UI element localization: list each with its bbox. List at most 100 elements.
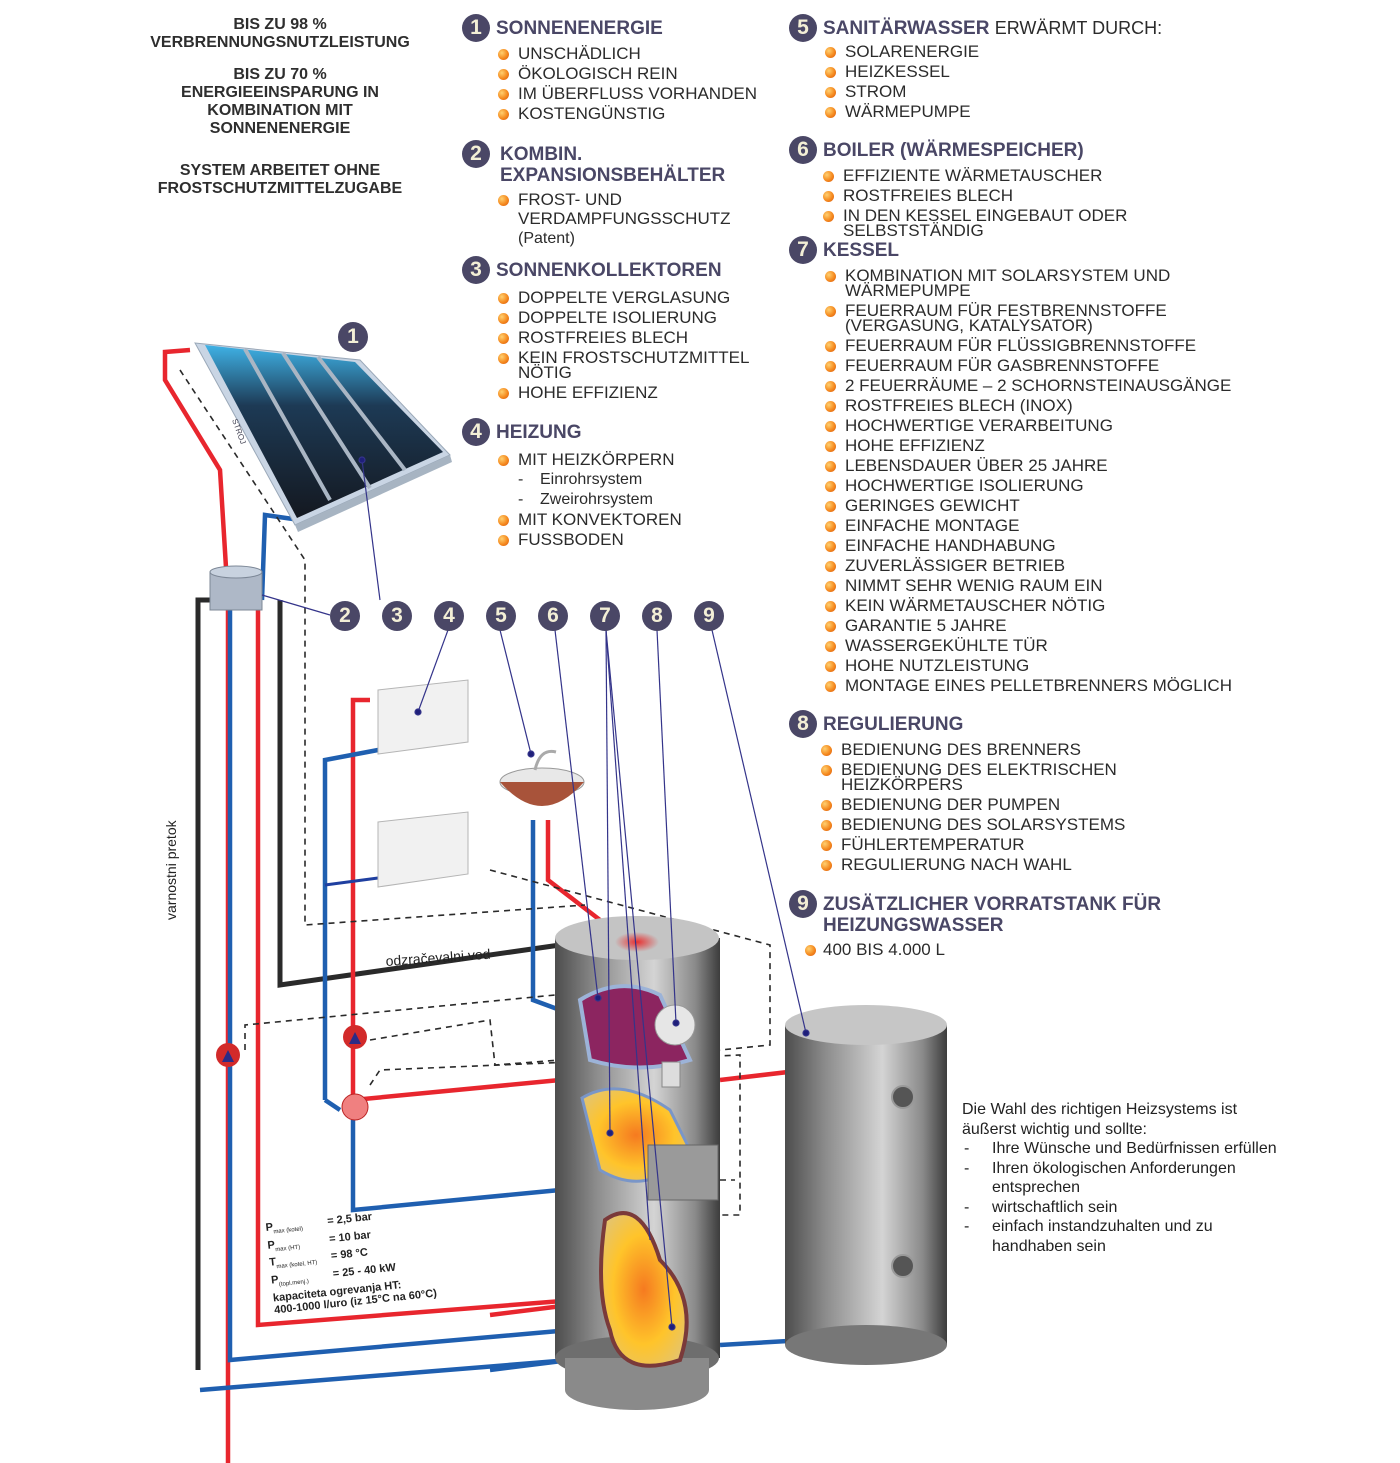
list-item: BEDIENUNG DES ELEKTRISCHEN xyxy=(817,761,1125,778)
list-item: FÜHLERTEMPERATUR xyxy=(817,836,1125,853)
cold-water-pipes xyxy=(199,512,806,1393)
list-item: STROM xyxy=(821,83,1162,100)
list-item: 400 BIS 4.000 L xyxy=(801,941,1161,958)
badge-6: 6 xyxy=(789,136,817,164)
list-subitem: -Zweirohrsystem xyxy=(518,491,653,508)
section-title: SONNENENERGIE xyxy=(496,18,663,39)
list-item: LEBENSDAUER ÜBER 25 JAHRE xyxy=(821,457,1232,474)
badge-2: 2 xyxy=(462,140,490,168)
list-item: ÖKOLOGISCH REIN xyxy=(494,65,757,82)
list-item: FROST- UND xyxy=(494,191,731,208)
list-item: ROSTFREIES BLECH (INOX) xyxy=(821,397,1232,414)
solar-collector: STROJ xyxy=(194,342,452,532)
gauge-icon xyxy=(891,1085,915,1109)
badge-3: 3 xyxy=(462,256,490,284)
storage-tank xyxy=(785,1005,947,1365)
list-item: MIT HEIZKÖRPERN xyxy=(494,451,682,468)
list-item: MONTAGE EINES PELLETBRENNERS MÖGLICH xyxy=(821,677,1232,694)
circulation-pump xyxy=(216,1025,369,1121)
gauge-icon xyxy=(891,1254,915,1278)
safety-flow-label: varnostni pretok xyxy=(163,819,179,920)
section-sanitary-water: 5 SANITÄRWASSER ERWÄRMT DURCH: SOLARENER… xyxy=(789,14,1162,124)
list-item: UNSCHÄDLICH xyxy=(494,45,757,62)
list-item: 2 FEUERRÄUME – 2 SCHORNSTEINAUSGÄNGE xyxy=(821,377,1232,394)
badge-1: 1 xyxy=(462,14,490,42)
list-item: EINFACHE HANDHABUNG xyxy=(821,537,1232,554)
list-item: BEDIENUNG DES BRENNERS xyxy=(817,741,1125,758)
list-item: HOHE EFFIZIENZ xyxy=(821,437,1232,454)
section-title: SONNENKOLLEKTOREN xyxy=(496,260,722,281)
badge-7: 7 xyxy=(789,236,817,264)
badge-4: 4 xyxy=(462,418,490,446)
list-item: HOCHWERTIGE ISOLIERUNG xyxy=(821,477,1232,494)
list-item: HOHE NUTZLEISTUNG xyxy=(821,657,1232,674)
list-item: EFFIZIENTE WÄRMETAUSCHER xyxy=(819,167,1127,184)
badge-8: 8 xyxy=(789,710,817,738)
list-subitem: -Einrohrsystem xyxy=(518,471,643,488)
list-item-cont: NÖTIG xyxy=(518,363,572,382)
callout-7: 7 xyxy=(590,601,620,631)
callout-1: 1 xyxy=(338,322,368,352)
list-item: HEIZKESSEL xyxy=(821,63,1162,80)
list-item: ROSTFREIES BLECH xyxy=(819,187,1127,204)
section-title: HEIZUNG xyxy=(496,422,582,443)
badge-9: 9 xyxy=(789,890,817,918)
callout-9: 9 xyxy=(694,601,724,631)
section-title: KOMBIN.EXPANSIONSBEHÄLTER xyxy=(500,144,726,186)
safety-flow-pipe xyxy=(195,597,561,1370)
main-boiler xyxy=(555,916,720,1410)
section-title: BOILER (WÄRMESPEICHER) xyxy=(823,140,1084,161)
list-item: REGULIERUNG NACH WAHL xyxy=(817,856,1125,873)
list-item: EINFACHE MONTAGE xyxy=(821,517,1232,534)
list-item-cont: (VERGASUNG, KATALYSATOR) xyxy=(845,316,1093,335)
callout-leaders xyxy=(261,456,810,1331)
list-item: IM ÜBERFLUSS VORHANDEN xyxy=(494,85,757,102)
list-item: DOPPELTE VERGLASUNG xyxy=(494,289,749,306)
technical-specs: Pmax (kotel)= 2,5 bar Pmax (HT)= 10 bar … xyxy=(265,1205,438,1317)
callout-5: 5 xyxy=(486,601,516,631)
radiator-lower xyxy=(377,811,469,888)
claim-efficiency: BIS ZU 98 %VERBRENNUNGSNUTZLEISTUNG xyxy=(150,16,410,51)
list-item-cont: VERDAMPFUNGSSCHUTZ xyxy=(518,209,731,228)
list-item: ROSTFREIES BLECH xyxy=(494,329,749,346)
list-item: GERINGES GEWICHT xyxy=(821,497,1232,514)
list-item: SOLARENERGIE xyxy=(821,43,1162,60)
section-title: KESSEL xyxy=(823,240,900,261)
feature-claims: BIS ZU 98 %VERBRENNUNGSNUTZLEISTUNG BIS … xyxy=(120,16,440,212)
list-item: BEDIENUNG DER PUMPEN xyxy=(817,796,1125,813)
callout-3: 3 xyxy=(382,601,412,631)
note-point: Ihren ökologischen Anforderungen entspre… xyxy=(962,1159,1282,1198)
list-item: FEUERRAUM FÜR FESTBRENNSTOFFE xyxy=(821,302,1232,319)
list-item: HOCHWERTIGE VERARBEITUNG xyxy=(821,417,1232,434)
list-item: FEUERRAUM FÜR FLÜSSIGBRENNSTOFFE xyxy=(821,337,1232,354)
list-item: HOHE EFFIZIENZ xyxy=(494,384,749,401)
vent-line-label: odzračevalni vod xyxy=(385,946,491,969)
callout-6: 6 xyxy=(538,601,568,631)
list-item: FEUERRAUM FÜR GASBRENNSTOFFE xyxy=(821,357,1232,374)
list-item: WÄRMEPUMPE xyxy=(821,103,1162,120)
section-boiler: 6 BOILER (WÄRMESPEICHER) EFFIZIENTE WÄRME… xyxy=(789,136,1127,241)
note-point: einfach instandzuhalten und zu handhaben… xyxy=(962,1217,1282,1256)
list-item-cont: SELBSTSTÄNDIG xyxy=(843,221,984,240)
list-item: NIMMT SEHR WENIG RAUM EIN xyxy=(821,577,1232,594)
callout-4: 4 xyxy=(434,601,464,631)
washbasin xyxy=(499,749,585,806)
section-solar-energy: 1 SONNENENERGIE UNSCHÄDLICH ÖKOLOGISCH RE… xyxy=(462,14,757,126)
list-item: MIT KONVEKTOREN xyxy=(494,511,682,528)
list-item: KEIN WÄRMETAUSCHER NÖTIG xyxy=(821,597,1232,614)
badge-5: 5 xyxy=(789,14,817,42)
list-item: IN DEN KESSEL EINGEBAUT ODER xyxy=(819,207,1127,224)
list-item: BEDIENUNG DES SOLARSYSTEMS xyxy=(817,816,1125,833)
note-point: Ihre Wünsche und Bedürfnissen erfüllen xyxy=(962,1139,1282,1159)
list-item: KOMBINATION MIT SOLARSYSTEM UND xyxy=(821,267,1232,284)
section-title: REGULIERUNG xyxy=(823,714,964,735)
